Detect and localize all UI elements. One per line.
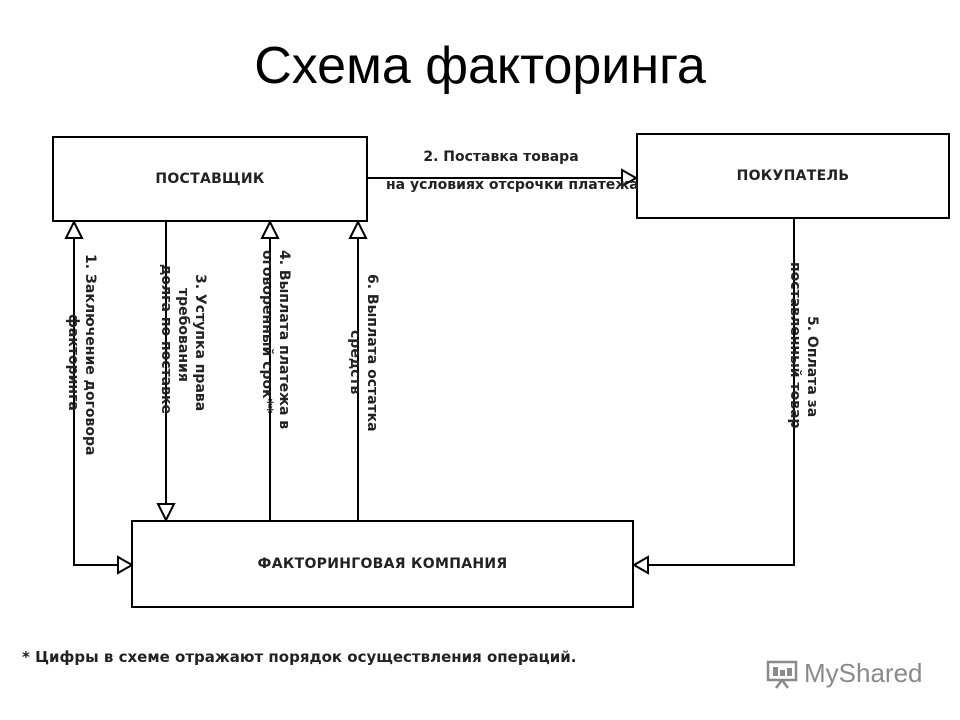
watermark: MyShared (766, 658, 923, 689)
label-step3: 3. Уступка права требования долга по пос… (157, 264, 208, 414)
label-step4: 4. Выплата платежа в оговоренный срок** (258, 250, 292, 429)
label-step5: 5. Оплата за поставленный товар (786, 262, 820, 429)
label-step3-line1: 3. Уступка права (192, 274, 208, 412)
label-step2-line2: на условиях отсрочки платежа (386, 177, 639, 193)
label-step5-line1: 5. Оплата за (804, 316, 820, 418)
label-step4-line2: оговоренный срок** (259, 250, 275, 414)
label-step1: 1. Заключение договора факторинга (64, 254, 98, 455)
label-step2-line1: 2. Поставка товара (423, 149, 579, 165)
arrowhead-step5 (631, 555, 649, 575)
arrow-step5 (648, 218, 795, 566)
arrow-step1 (73, 238, 120, 566)
arrowhead-step3 (156, 503, 176, 523)
node-buyer: ПОКУПАТЕЛЬ (636, 133, 950, 219)
arrowhead-step1-start (117, 555, 135, 575)
label-step6-line1: 6. Выплата остатка (364, 274, 380, 432)
node-factoring-company: ФАКТОРИНГОВАЯ КОМПАНИЯ (131, 520, 634, 608)
label-step3-line3: долга по поставке (158, 264, 174, 414)
page-title: Схема факторинга (254, 37, 706, 95)
arrowhead-step2 (621, 168, 639, 188)
arrowhead-step4 (260, 219, 280, 239)
presentation-icon (766, 660, 798, 689)
label-step5-line2: поставленный товар (787, 262, 803, 429)
label-step1-line2: факторинга (65, 314, 81, 411)
label-step2: 2. Поставка товара на условиях отсрочки … (386, 148, 639, 194)
arrowhead-step1 (64, 219, 84, 239)
label-step6-line2: средств (347, 330, 363, 395)
label-step6: 6. Выплата остатка средств (346, 274, 380, 432)
label-step1-line1: 1. Заключение договора (82, 254, 98, 456)
arrowhead-step6 (348, 219, 368, 239)
node-supplier: ПОСТАВЩИК (52, 136, 368, 222)
footnote: * Цифры в схеме отражают порядок осущест… (22, 648, 577, 666)
watermark-text: MyShared (804, 658, 923, 688)
label-step3-line2: требования (175, 288, 191, 382)
label-step4-line1: 4. Выплата платежа в (276, 250, 292, 430)
